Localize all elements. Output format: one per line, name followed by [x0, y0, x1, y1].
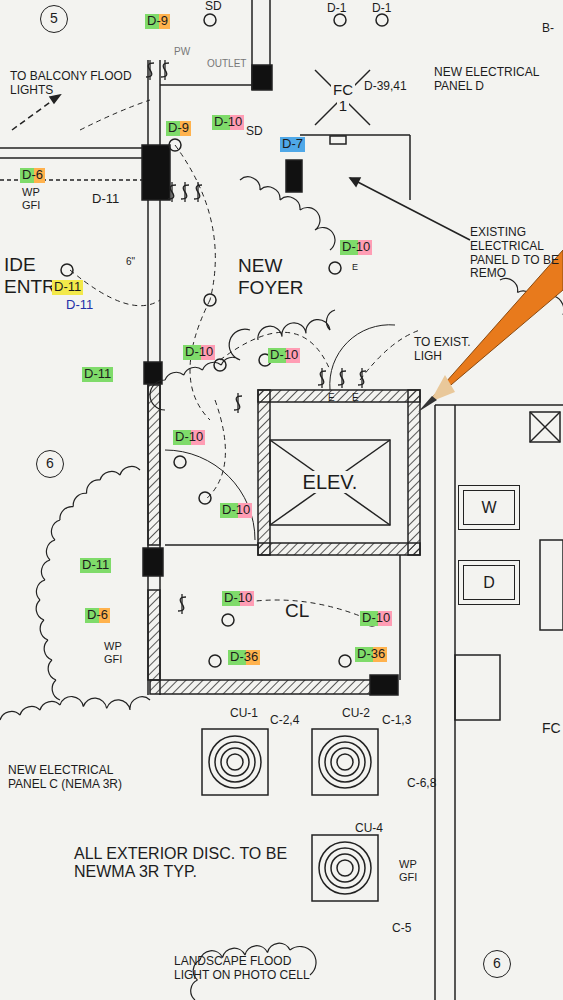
plan-note: WP GFI — [102, 640, 134, 665]
plan-note: CU-2 — [340, 707, 372, 721]
node-text: 1 — [337, 98, 349, 115]
detail-callout: 6 — [36, 450, 64, 478]
circuit-tag: C-2,4 — [268, 714, 301, 728]
circuit-tag: D-9 — [166, 121, 191, 136]
plan-note: LANDSCAPE FLOOD LIGHT ON PHOTO CELL — [172, 955, 316, 983]
circuit-tag: D-11 — [90, 192, 121, 207]
plan-note: TO EXIST. LIGH — [412, 336, 476, 364]
circuit-tag: D-10 — [220, 503, 252, 518]
plan-note: 6" — [124, 256, 137, 268]
plan-note: SD — [244, 125, 265, 139]
detail-callout: 5 — [40, 5, 68, 33]
plan-note: E — [326, 392, 337, 404]
plan-note: NEW FOYER — [236, 255, 332, 299]
circuit-tag: D-6 — [20, 168, 45, 183]
equipment-box: FC1 — [318, 78, 368, 118]
plan-note: CU-4 — [353, 822, 385, 836]
detail-callout: 6 — [483, 950, 511, 978]
plan-note: E — [350, 262, 360, 272]
plan-note: OUTLET — [205, 58, 248, 70]
plan-note: TO BALCONY FLOOD LIGHTS — [8, 70, 142, 98]
equipment-box: D — [458, 560, 520, 605]
plan-note: FC — [540, 720, 563, 736]
plan-note: PW — [172, 46, 192, 58]
circuit-tag: D-10 — [173, 430, 205, 445]
node-text: W — [479, 499, 498, 517]
plan-note: EXISTING ELECTRICAL PANEL D TO BE REMO — [468, 226, 563, 281]
plan-note: WP GFI — [397, 858, 429, 883]
plan-note: NEW ELECTRICAL PANEL C (NEMA 3R) — [6, 764, 150, 792]
circuit-tag: D-11 — [52, 280, 83, 295]
circuit-tag: D-1 — [325, 2, 348, 16]
circuit-tag: D-10 — [183, 345, 215, 360]
plan-note: ALL EXTERIOR DISC. TO BE NEWMA 3R TYP. — [72, 845, 306, 882]
plan-note: E — [350, 392, 361, 404]
circuit-tag: D-39,41 — [362, 80, 409, 94]
circuit-tag: D-11 — [82, 367, 113, 382]
node-text: 5 — [48, 11, 60, 26]
circuit-tag: C-5 — [390, 922, 413, 936]
equipment-box: ELEV. — [290, 464, 370, 500]
equipment-box: W — [458, 485, 520, 530]
node-text: FC — [331, 82, 355, 99]
circuit-tag: D-10 — [360, 611, 392, 626]
circuit-tag: D-10 — [222, 591, 254, 606]
plan-note: B- — [540, 22, 556, 36]
circuit-tag: D-6 — [85, 608, 110, 623]
node-text: ELEV. — [301, 471, 360, 493]
circuit-tag: D-10 — [340, 240, 372, 255]
node-text: 6 — [491, 956, 503, 971]
circuit-tag: D-9 — [145, 14, 170, 29]
node-text: 6 — [44, 456, 56, 471]
plan-note: WP GFI — [20, 186, 52, 211]
plan-note: NEW ELECTRICAL PANEL D — [432, 66, 561, 94]
plan-note: IDE ENTR — [2, 254, 52, 298]
plan-note: CL — [283, 600, 311, 622]
circuit-tag: C-1,3 — [380, 714, 413, 728]
circuit-tag: D-11 — [80, 558, 111, 573]
circuit-tag: D-1 — [370, 2, 393, 16]
plan-note: SD — [203, 0, 224, 14]
plan-note: CU-1 — [228, 707, 260, 721]
circuit-tag: C-6,8 — [405, 777, 438, 791]
circuit-tag: D-36 — [355, 647, 387, 662]
circuit-tag: D-10 — [268, 348, 300, 363]
circuit-tag: D-36 — [228, 650, 260, 665]
circuit-tag: D-11 — [64, 298, 95, 313]
circuit-tag: D-10 — [212, 115, 244, 130]
circuit-tag: D-7 — [280, 137, 305, 152]
node-text: D — [481, 574, 497, 592]
